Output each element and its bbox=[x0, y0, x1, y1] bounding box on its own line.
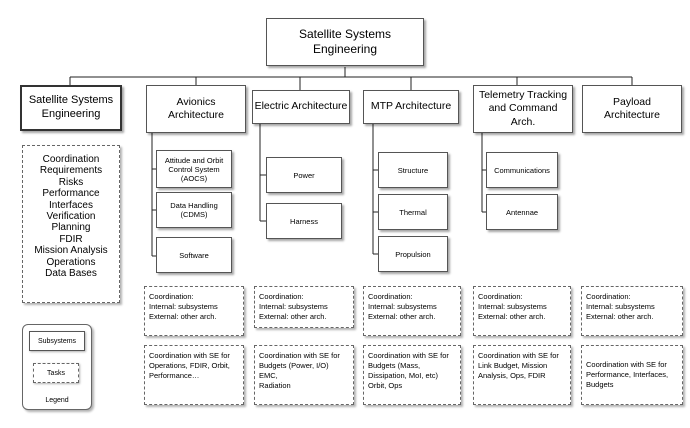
subsystem-harness: Harness bbox=[266, 203, 342, 239]
se-coordination-box-avionics: Coordination with SE for Operations, FDI… bbox=[144, 345, 244, 405]
se-node: Satellite Systems Engineering bbox=[20, 85, 122, 131]
subsystem-label: Data Handling (CDMS) bbox=[170, 201, 218, 219]
coord-line: Internal: subsystems bbox=[149, 302, 218, 312]
se-line: Radiation bbox=[259, 381, 291, 391]
subsystem-aocs: Attitude and Orbit Control System (AOCS) bbox=[156, 150, 232, 188]
arch-label: Payload Architecture bbox=[603, 95, 661, 121]
se-line: Coordination with SE for bbox=[478, 351, 559, 360]
legend-subsystems-box: Subsystems bbox=[29, 331, 85, 351]
arch-label: MTP Architecture bbox=[370, 100, 452, 113]
coordination-box-payload: Coordination: Internal: subsystems Exter… bbox=[581, 286, 683, 336]
se-line: Performance, Interfaces, bbox=[586, 370, 669, 380]
coord-line: Coordination: bbox=[149, 292, 194, 301]
task-item: Risks bbox=[58, 176, 84, 188]
avionics-architecture-node: Avionics Architecture bbox=[146, 85, 246, 133]
legend-title: Legend bbox=[45, 397, 69, 404]
task-list: Coordination Requirements Risks Performa… bbox=[22, 145, 120, 303]
subsystem-label: Propulsion bbox=[395, 249, 431, 259]
subsystem-label: Power bbox=[293, 170, 315, 180]
legend-tasks-box: Tasks bbox=[33, 363, 79, 383]
top-node-label: Satellite Systems Engineering bbox=[298, 27, 392, 56]
legend: Subsystems Tasks Legend bbox=[22, 324, 92, 410]
subsystem-label: Thermal bbox=[399, 207, 427, 217]
coord-line: Internal: subsystems bbox=[478, 302, 547, 312]
coordination-box-mtp: Coordination: Internal: subsystems Exter… bbox=[363, 286, 461, 336]
task-item: Verification bbox=[46, 211, 96, 223]
se-coordination-box-ttc: Coordination with SE for Link Budget, Mi… bbox=[473, 345, 571, 405]
coord-line: Internal: subsystems bbox=[586, 302, 655, 312]
se-line: Dissipation, MoI, etc) bbox=[368, 371, 439, 381]
electric-architecture-node: Electric Architecture bbox=[252, 90, 350, 124]
coord-line: External: other arch. bbox=[478, 312, 546, 322]
top-node: Satellite Systems Engineering bbox=[266, 18, 424, 66]
se-coordination-box-electric: Coordination with SE for Budgets (Power,… bbox=[254, 345, 354, 405]
se-line: Performance… bbox=[149, 371, 200, 381]
task-item: Interfaces bbox=[49, 199, 93, 211]
subsystem-label: Structure bbox=[397, 165, 429, 175]
coordination-box-ttc: Coordination: Internal: subsystems Exter… bbox=[473, 286, 571, 336]
subsystem-label: Communications bbox=[494, 165, 550, 175]
se-coordination-box-mtp: Coordination with SE for Budgets (Mass, … bbox=[363, 345, 461, 405]
arch-label: Avionics Architecture bbox=[167, 95, 225, 121]
subsystem-structure: Structure bbox=[378, 152, 448, 188]
task-item: FDIR bbox=[59, 233, 83, 245]
se-line: Coordination with SE for bbox=[368, 351, 449, 360]
subsystem-label: Attitude and Orbit Control System (AOCS) bbox=[164, 155, 224, 183]
coordination-box-avionics: Coordination: Internal: subsystems Exter… bbox=[144, 286, 244, 336]
subsystem-antennae: Antennae bbox=[486, 194, 558, 230]
subsystem-communications: Communications bbox=[486, 152, 558, 188]
se-line: EMC, bbox=[259, 371, 278, 381]
arch-label: Telemetry Tracking and Command Arch. bbox=[478, 89, 568, 128]
coord-line: Coordination: bbox=[259, 292, 304, 301]
coord-line: External: other arch. bbox=[368, 312, 436, 322]
se-coordination-box-payload: Coordination with SE for Performance, In… bbox=[581, 345, 683, 405]
task-item: Performance bbox=[42, 188, 100, 200]
task-item: Requirements bbox=[39, 165, 103, 177]
subsystem-label: Software bbox=[179, 250, 209, 260]
se-node-label: Satellite Systems Engineering bbox=[28, 94, 114, 120]
subsystem-software: Software bbox=[156, 237, 232, 273]
coord-line: Coordination: bbox=[368, 292, 413, 301]
se-line: Coordination with SE for bbox=[586, 360, 667, 369]
subsystem-propulsion: Propulsion bbox=[378, 236, 448, 272]
payload-architecture-node: Payload Architecture bbox=[582, 85, 682, 133]
task-item: Coordination bbox=[42, 154, 100, 165]
se-line: Coordination with SE for bbox=[149, 351, 230, 360]
coord-line: Coordination: bbox=[478, 292, 523, 301]
se-line: Operations, FDIR, Orbit, bbox=[149, 361, 230, 371]
arch-label: Electric Architecture bbox=[254, 100, 348, 113]
se-line: Budgets (Mass, bbox=[368, 361, 421, 371]
task-item: Planning bbox=[51, 222, 91, 234]
coord-line: External: other arch. bbox=[586, 312, 654, 322]
subsystem-power: Power bbox=[266, 157, 342, 193]
subsystem-cdms: Data Handling (CDMS) bbox=[156, 192, 232, 228]
coord-line: Coordination: bbox=[586, 292, 631, 301]
mtp-architecture-node: MTP Architecture bbox=[363, 90, 459, 124]
task-item: Operations bbox=[46, 256, 96, 268]
coord-line: Internal: subsystems bbox=[259, 302, 328, 312]
task-item: Data Bases bbox=[45, 268, 97, 280]
coord-line: External: other arch. bbox=[259, 312, 327, 322]
se-line: Budgets (Power, I/O) bbox=[259, 361, 329, 371]
se-line: Orbit, Ops bbox=[368, 381, 403, 391]
coordination-box-electric: Coordination: Internal: subsystems Exter… bbox=[254, 286, 354, 328]
se-line: Budgets bbox=[586, 380, 614, 390]
task-item: Mission Analysis bbox=[34, 245, 108, 257]
se-line: Coordination with SE for bbox=[259, 351, 340, 360]
subsystem-label: Harness bbox=[290, 216, 318, 226]
coord-line: External: other arch. bbox=[149, 312, 217, 322]
se-line: Analysis, Ops, FDIR bbox=[478, 371, 546, 381]
subsystem-thermal: Thermal bbox=[378, 194, 448, 230]
subsystem-label: Antennae bbox=[505, 207, 539, 217]
coord-line: Internal: subsystems bbox=[368, 302, 437, 312]
ttc-architecture-node: Telemetry Tracking and Command Arch. bbox=[473, 85, 573, 133]
se-line: Link Budget, Mission bbox=[478, 361, 548, 371]
